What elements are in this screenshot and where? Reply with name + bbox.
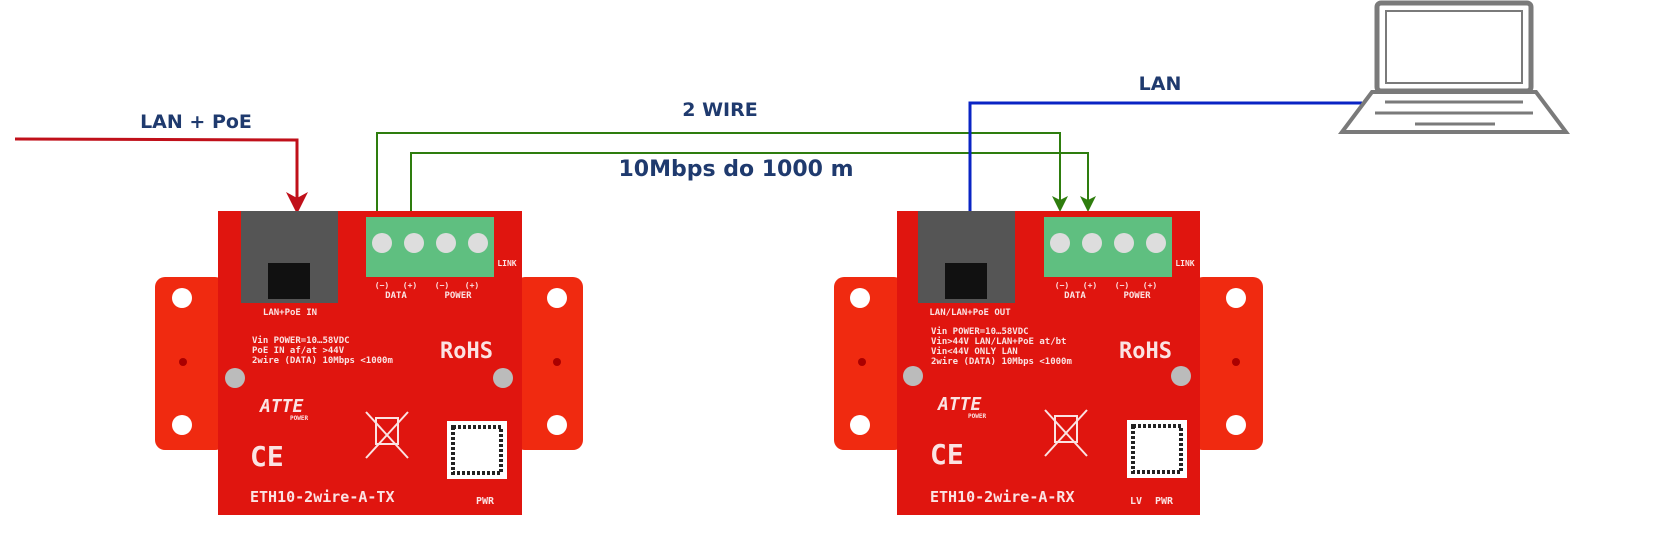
lan-poe-label: LAN + PoE <box>140 111 252 133</box>
laptop-icon <box>1338 0 1570 134</box>
two-wire-line-1 <box>376 132 1068 212</box>
rx-board: LAN/LAN+PoE OUT (−) (+) (−) (+) DATA POW… <box>834 211 1263 515</box>
tx-board: LAN+PoE IN (−) (+) (−) (+) DATA POWER LI… <box>155 211 583 515</box>
link-label: LINK <box>497 259 516 268</box>
terminal-label: (+) <box>1083 281 1097 290</box>
weee-bin-icon <box>1044 409 1088 457</box>
terminal-label: (−) <box>1115 281 1129 290</box>
spec-line: 2wire (DATA) 10Mbps <1000m <box>252 355 393 366</box>
power-label: POWER <box>444 291 472 301</box>
brand-logo: ATTE <box>259 396 304 417</box>
led-label: LV <box>1130 496 1142 507</box>
model-label: ETH10-2wire-A-RX <box>930 488 1075 506</box>
spec-line: PoE IN af/at >44V <box>252 346 345 356</box>
spec-line: 2wire (DATA) 10Mbps <1000m <box>931 356 1072 367</box>
rohs-mark: RoHS <box>440 339 493 364</box>
terminal-label: (−) <box>375 281 389 290</box>
arrow-head-icon <box>286 192 308 214</box>
link-label: LINK <box>1175 259 1194 268</box>
model-label: ETH10-2wire-A-TX <box>250 488 395 506</box>
led-label: PWR <box>1155 496 1174 507</box>
arrow-head-icon <box>1080 196 1096 212</box>
brand-sub: POWER <box>290 415 308 422</box>
two-wire-label: 2 WIRE <box>682 99 757 121</box>
power-label: POWER <box>1123 291 1151 301</box>
poe-line <box>14 137 308 214</box>
weee-bin-icon <box>365 411 409 459</box>
terminal-label: (+) <box>465 281 479 290</box>
terminal-label: (+) <box>403 281 417 290</box>
arrow-head-icon <box>1052 196 1068 212</box>
qr-code <box>447 421 507 479</box>
data-label: DATA <box>1064 291 1086 301</box>
terminal-label: (+) <box>1143 281 1157 290</box>
brand-logo: ATTE <box>937 394 982 415</box>
terminal-label: (−) <box>1055 281 1069 290</box>
ce-mark: CE <box>250 440 284 473</box>
port-label: LAN+PoE IN <box>263 308 317 318</box>
lan-line <box>968 101 1362 212</box>
brand-sub: POWER <box>968 413 986 420</box>
led-label: PWR <box>476 496 495 507</box>
ce-mark: CE <box>930 438 964 471</box>
data-label: DATA <box>385 291 407 301</box>
two-wire-line-2 <box>410 152 1096 212</box>
spec-line: Vin POWER=10…58VDC <box>252 335 350 346</box>
spec-line: Vin POWER=10…58VDC <box>931 326 1029 337</box>
qr-code <box>1127 420 1187 478</box>
terminal-label: (−) <box>435 281 449 290</box>
spec-line: Vin>44V LAN/LAN+PoE at/bt <box>931 336 1066 347</box>
port-label: LAN/LAN+PoE OUT <box>929 308 1011 318</box>
rohs-mark: RoHS <box>1119 339 1172 364</box>
spec-line: Vin<44V ONLY LAN <box>931 346 1018 357</box>
lan-label: LAN <box>1139 73 1182 95</box>
speed-label: 10Mbps do 1000 m <box>618 157 853 182</box>
